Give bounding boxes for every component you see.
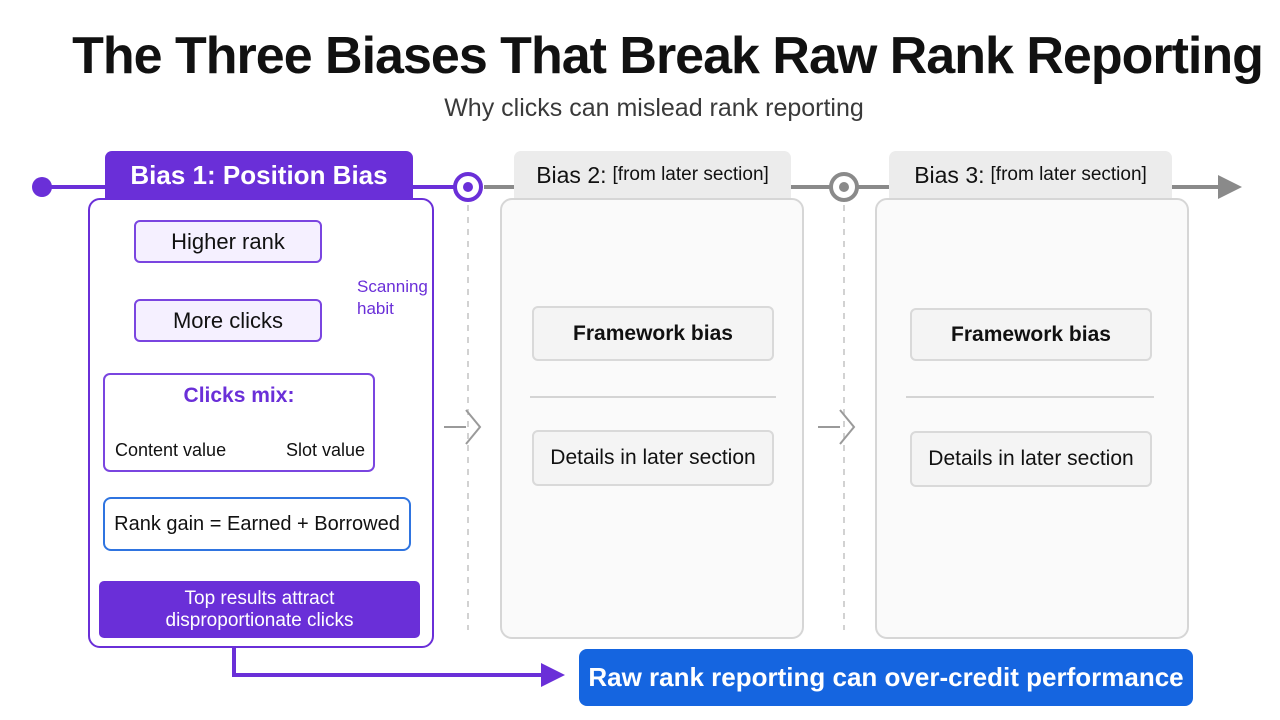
- tab-bias-3-note: [from later section]: [990, 164, 1147, 185]
- tab-bias-2[interactable]: Bias 2: [from later section]: [514, 151, 791, 199]
- page-subtitle: Why clicks can mislead rank reporting: [444, 94, 864, 122]
- bias-3-details-box: Details in later section: [910, 431, 1152, 487]
- panel-arrow-2: [818, 409, 856, 445]
- tab-bias-3[interactable]: Bias 3: [from later section]: [889, 151, 1172, 199]
- tab-bias-2-note: [from later section]: [612, 164, 769, 185]
- higher-rank-box: Higher rank: [134, 220, 322, 263]
- conclusion-connector: [232, 647, 548, 677]
- panel-arrow-1: [444, 409, 482, 445]
- bias-2-framework-box: Framework bias: [532, 306, 774, 361]
- conclusion-banner: Raw rank reporting can over-credit perfo…: [579, 649, 1193, 706]
- bias-2-panel: [500, 198, 804, 639]
- scanning-habit-note: Scanning habit: [357, 276, 428, 320]
- callout-line-2: disproportionate clicks: [165, 609, 354, 631]
- page-title: The Three Biases That Break Raw Rank Rep…: [72, 27, 1264, 85]
- bias-3-framework-box: Framework bias: [910, 308, 1152, 361]
- callout-line-1: Top results attract: [184, 587, 335, 609]
- slot-value-label: Slot value: [286, 440, 366, 460]
- top-results-callout: Top results attract disproportionate cli…: [99, 581, 420, 638]
- bias-3-panel: [875, 198, 1189, 639]
- content-value-label: Content value: [115, 440, 227, 460]
- tab-bias-3-label: Bias 3:: [914, 161, 985, 188]
- scanning-note-line-1: Scanning: [357, 277, 428, 296]
- rank-gain-equation: Rank gain = Earned + Borrowed: [103, 497, 411, 551]
- bias-2-divider: [530, 396, 776, 398]
- tab-bias-2-label: Bias 2:: [536, 161, 607, 188]
- timeline-arrowhead: [1218, 175, 1242, 199]
- timeline-node-1-core: [463, 182, 473, 192]
- scanning-note-line-2: habit: [357, 299, 394, 318]
- clicks-mix-title: Clicks mix:: [183, 384, 295, 407]
- more-clicks-box: More clicks: [134, 299, 322, 342]
- timeline-node-2-core: [839, 182, 849, 192]
- bias-3-divider: [906, 396, 1154, 398]
- bias-2-details-box: Details in later section: [532, 430, 774, 486]
- tab-bias-1[interactable]: Bias 1: Position Bias: [105, 151, 413, 199]
- conclusion-arrowhead: [541, 663, 565, 687]
- clicks-mix-box: [103, 373, 375, 472]
